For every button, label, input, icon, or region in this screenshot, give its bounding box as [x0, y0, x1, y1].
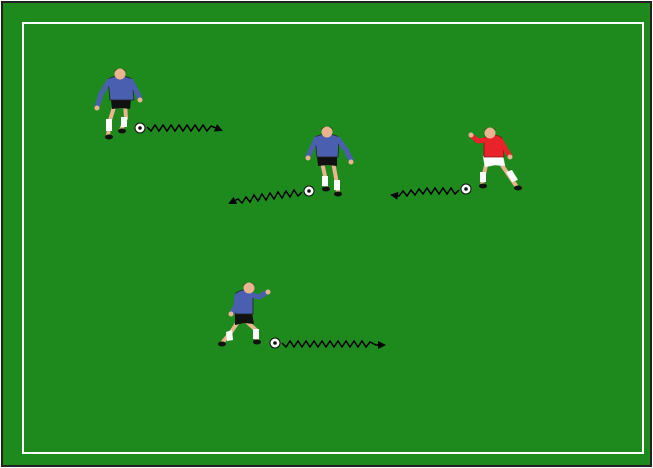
soccer-ball-icon	[304, 186, 314, 196]
soccer-ball-icon	[135, 123, 145, 133]
soccer-ball-icon	[461, 184, 471, 194]
soccer-ball-icon	[270, 338, 280, 348]
